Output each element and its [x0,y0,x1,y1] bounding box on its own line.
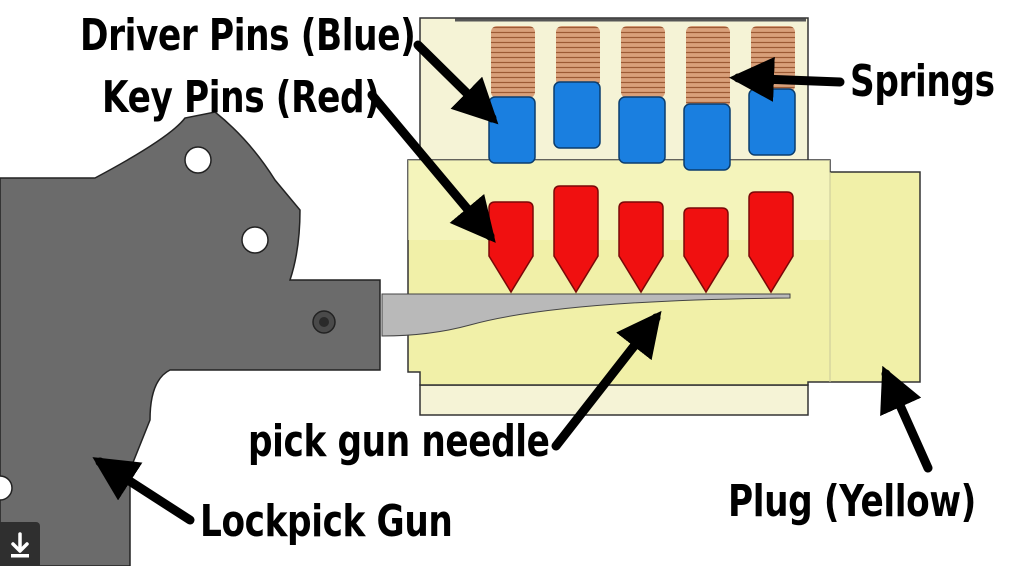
arrows [92,40,933,525]
label-driver-pins: Driver Pins (Blue) [80,10,416,61]
label-key-pins: Key Pins (Red) [102,72,380,123]
driver-pins [488,81,796,171]
download-button[interactable] [0,522,40,566]
lockpick-gun [0,111,381,566]
label-pick-gun-needle: pick gun needle [248,416,550,467]
label-lockpick-gun: Lockpick Gun [200,496,453,547]
label-plug: Plug (Yellow) [728,476,976,527]
pick-gun-needle [381,293,791,337]
download-icon [11,532,29,558]
label-springs: Springs [850,56,995,107]
key-pins [488,185,794,294]
plug-body [407,159,921,386]
